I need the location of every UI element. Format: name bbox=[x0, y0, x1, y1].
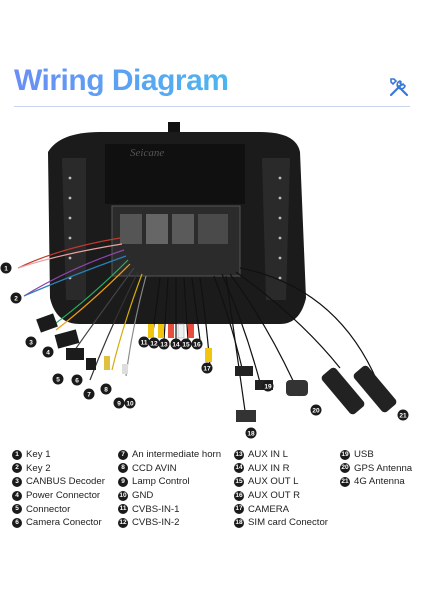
wiring-diagram: Seicane bbox=[0, 122, 409, 439]
svg-text:1: 1 bbox=[4, 265, 8, 272]
svg-text:5: 5 bbox=[56, 376, 60, 383]
svg-text:2: 2 bbox=[14, 295, 18, 302]
svg-text:4: 4 bbox=[46, 349, 50, 356]
callout-badges: 1 2 3 4 5 6 7 8 9 10 11 12 13 14 15 16 1… bbox=[0, 262, 409, 439]
svg-text:14: 14 bbox=[172, 341, 180, 348]
callout-12 bbox=[148, 337, 160, 349]
callout-16 bbox=[191, 338, 203, 350]
svg-text:21: 21 bbox=[399, 412, 407, 419]
callout-6 bbox=[71, 374, 83, 386]
svg-text:17: 17 bbox=[203, 365, 211, 372]
tools-icon bbox=[389, 78, 409, 97]
callout-8 bbox=[100, 383, 112, 395]
svg-text:12: 12 bbox=[150, 340, 158, 347]
callout-18 bbox=[245, 427, 257, 439]
svg-text:8: 8 bbox=[104, 386, 108, 393]
callout-3 bbox=[25, 336, 37, 348]
svg-text:11: 11 bbox=[141, 339, 148, 346]
callout-11 bbox=[138, 336, 150, 348]
callout-9 bbox=[113, 397, 125, 409]
svg-text:7: 7 bbox=[87, 391, 91, 398]
svg-text:15: 15 bbox=[182, 341, 190, 348]
callout-17 bbox=[201, 362, 213, 374]
connectors bbox=[36, 313, 397, 422]
svg-text:13: 13 bbox=[160, 341, 168, 348]
svg-text:18: 18 bbox=[247, 430, 255, 437]
callout-10 bbox=[124, 397, 136, 409]
head-unit-panel bbox=[48, 122, 306, 324]
callout-2 bbox=[10, 292, 22, 304]
callout-4 bbox=[42, 346, 54, 358]
callout-21 bbox=[397, 409, 409, 421]
callout-13 bbox=[158, 338, 170, 350]
callout-19 bbox=[262, 380, 274, 392]
svg-text:9: 9 bbox=[117, 400, 121, 407]
callout-20 bbox=[310, 404, 322, 416]
svg-text:3: 3 bbox=[29, 339, 33, 346]
svg-text:20: 20 bbox=[312, 407, 320, 414]
callout-14 bbox=[170, 338, 182, 350]
svg-text:19: 19 bbox=[264, 383, 272, 390]
callout-7 bbox=[83, 388, 95, 400]
page-title: Wiring Diagram bbox=[14, 64, 229, 97]
svg-text:10: 10 bbox=[126, 400, 134, 407]
svg-text:6: 6 bbox=[75, 377, 79, 384]
callout-5 bbox=[52, 373, 64, 385]
callout-15 bbox=[180, 338, 192, 350]
callout-1 bbox=[0, 262, 12, 274]
brand-label: Seicane bbox=[130, 147, 164, 159]
svg-text:16: 16 bbox=[193, 341, 201, 348]
title-divider bbox=[14, 106, 410, 107]
